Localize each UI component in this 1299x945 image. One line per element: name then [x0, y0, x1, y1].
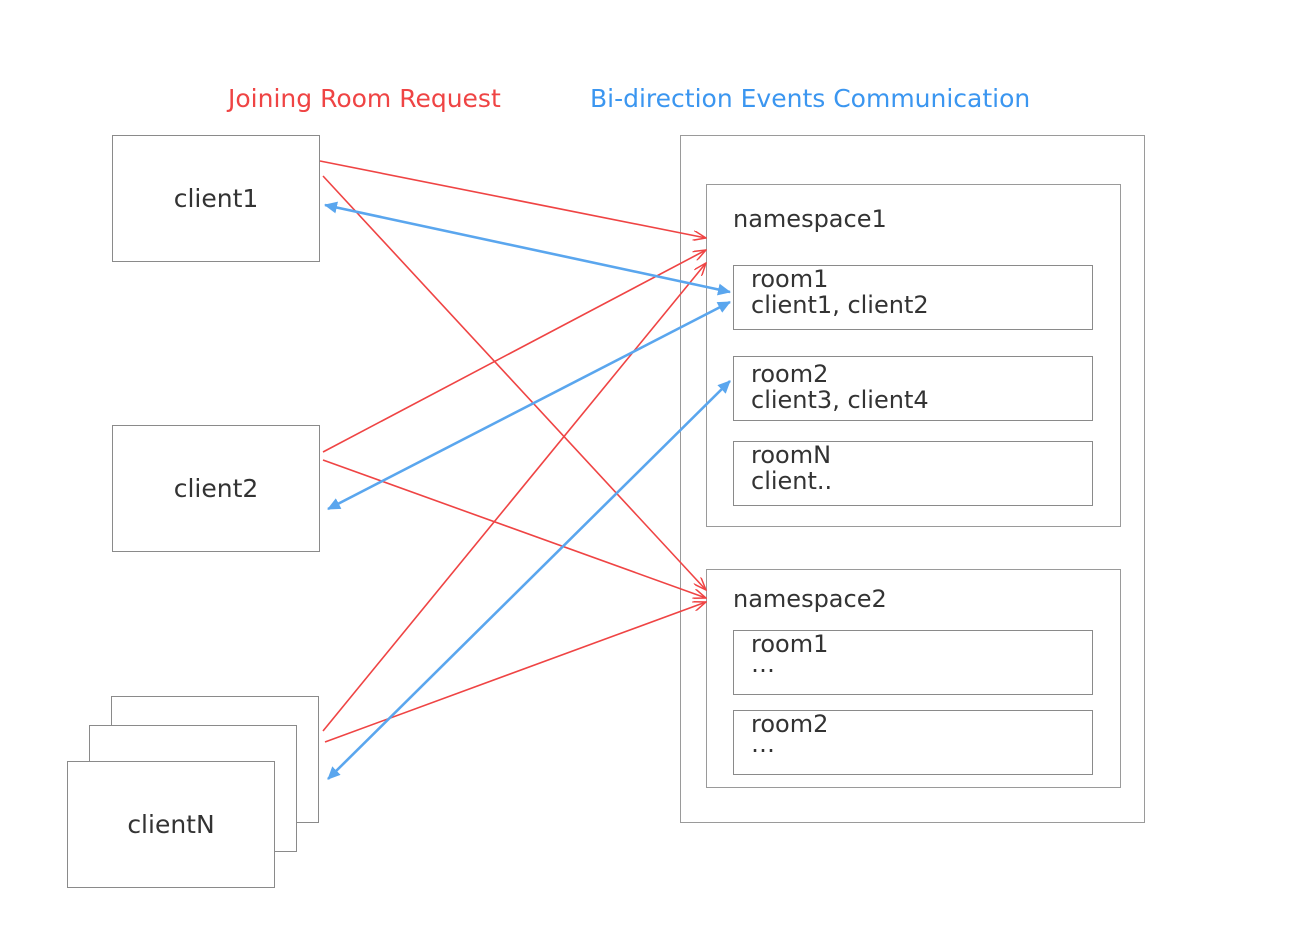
request-arrow-client1-namespace1 [319, 160, 706, 238]
namespace2-room1-members: … [751, 650, 775, 678]
communication-arrow-client2-room1 [327, 300, 731, 511]
communication-arrow-client1-room1 [324, 201, 731, 296]
namespace1-room2-box: room2 client3, client4 [733, 356, 1093, 421]
client2-label: client2 [173, 474, 259, 503]
request-arrow-clientN-namespace2 [324, 602, 706, 743]
namespace2-room1-box: room1 … [733, 630, 1093, 695]
namespace1-room1-box: room1 client1, client2 [733, 265, 1093, 330]
namespace1-roomN-name: roomN [751, 441, 832, 469]
request-arrow-client2-namespace1 [322, 250, 706, 453]
client1-label: client1 [173, 184, 259, 213]
namespace2-room1-name: room1 [751, 630, 829, 658]
communication-arrow-clientN-room2 [327, 380, 731, 780]
legend-joining-room-request: Joining Room Request [228, 84, 501, 113]
namespace2-room2-name: room2 [751, 710, 829, 738]
namespace1-label: namespace1 [733, 205, 887, 233]
namespace1-room2-name: room2 [751, 360, 829, 388]
request-arrow-client1-namespace2 [322, 175, 706, 590]
namespace1-room1-name: room1 [751, 265, 829, 293]
client2-box: client2 [112, 425, 320, 552]
client1-box: client1 [112, 135, 320, 262]
namespace1-roomN-box: roomN client.. [733, 441, 1093, 506]
namespace2-label: namespace2 [733, 585, 887, 613]
namespace2-room2-box: room2 … [733, 710, 1093, 775]
request-arrow-clientN-namespace1 [322, 263, 706, 732]
clientN-box: clientN [67, 761, 275, 888]
namespace1-room1-members: client1, client2 [751, 291, 929, 319]
namespace2-room2-members: … [751, 730, 775, 758]
namespace1-roomN-members: client.. [751, 467, 833, 495]
namespace1-room2-members: client3, client4 [751, 386, 929, 414]
legend-bidirection-events: Bi-direction Events Communication [590, 84, 1031, 113]
clientN-label: clientN [127, 810, 215, 839]
